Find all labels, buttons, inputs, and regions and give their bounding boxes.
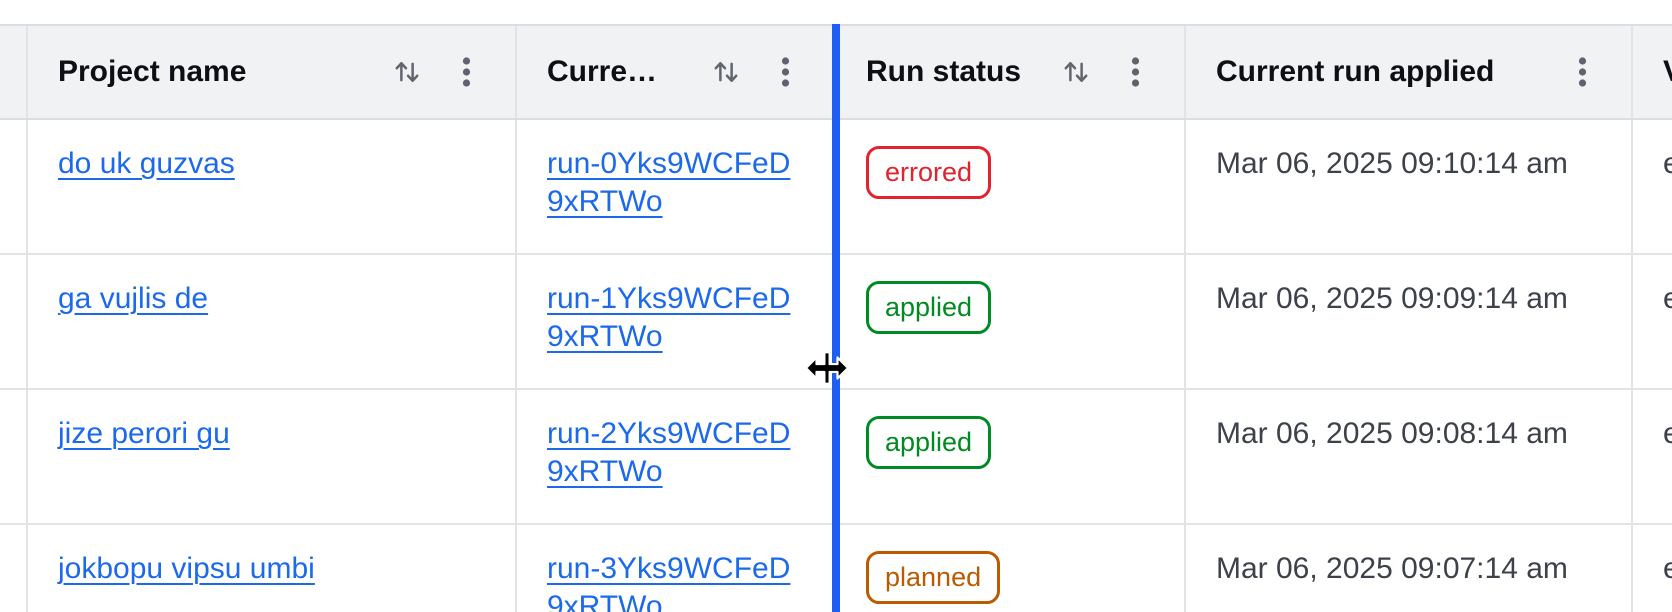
current-run-applied-date: Mar 06, 2025 09:09:14 am <box>1216 282 1568 315</box>
run-id-line: run-2Yks9WCFeD <box>547 417 791 450</box>
run-status-badge: planned <box>866 551 1001 604</box>
column-header-next[interactable]: V <box>1633 26 1672 118</box>
row-spacer-cell <box>0 390 28 523</box>
next-column-cell: e <box>1663 417 1672 450</box>
next-column-cell: e <box>1663 282 1672 315</box>
run-id-line: run-3Yks9WCFeD <box>547 552 791 585</box>
run-status-badge: applied <box>866 281 992 334</box>
run-link[interactable]: run-2Yks9WCFeD 9xRTWo <box>547 415 790 491</box>
project-link[interactable]: do uk guzvas <box>58 147 235 180</box>
run-id-line: run-1Yks9WCFeD <box>547 282 791 315</box>
current-run-applied-date: Mar 06, 2025 09:08:14 am <box>1216 417 1568 450</box>
run-link[interactable]: run-1Yks9WCFeD 9xRTWo <box>547 280 790 356</box>
sort-icon[interactable] <box>392 57 422 87</box>
column-menu-icon[interactable] <box>1578 56 1587 88</box>
column-menu-icon[interactable] <box>781 56 790 88</box>
column-label-project-name: Project name <box>58 55 247 88</box>
sort-icon[interactable] <box>1061 57 1091 87</box>
column-label-current-run-applied: Current run applied <box>1216 55 1495 88</box>
project-link[interactable]: ga vujlis de <box>58 282 209 315</box>
column-header-run-status[interactable]: Run status <box>836 26 1186 118</box>
current-run-applied-date: Mar 06, 2025 09:10:14 am <box>1216 147 1568 180</box>
column-header-current-run[interactable]: Current run <box>517 26 836 118</box>
row-spacer-cell <box>0 255 28 388</box>
run-status-badge: applied <box>866 416 992 469</box>
run-id-line: 9xRTWo <box>547 185 663 218</box>
run-link[interactable]: run-0Yks9WCFeD 9xRTWo <box>547 145 790 221</box>
column-header-project-name[interactable]: Project name <box>28 26 517 118</box>
run-id-line: 9xRTWo <box>547 320 663 353</box>
run-id-line: 9xRTWo <box>547 590 663 612</box>
column-header-current-run-applied[interactable]: Current run applied <box>1186 26 1633 118</box>
column-menu-icon[interactable] <box>462 56 471 88</box>
row-spacer-cell <box>0 525 28 612</box>
column-menu-icon[interactable] <box>1131 56 1140 88</box>
next-column-cell: e <box>1663 147 1672 180</box>
run-status-badge: errored <box>866 146 992 199</box>
next-column-cell: e <box>1663 552 1672 585</box>
row-spacer-cell <box>0 120 28 253</box>
column-label-run-status: Run status <box>866 55 1022 88</box>
current-run-applied-date: Mar 06, 2025 09:07:14 am <box>1216 552 1568 585</box>
run-id-line: 9xRTWo <box>547 455 663 488</box>
run-id-line: run-0Yks9WCFeD <box>547 147 791 180</box>
column-label-next: V <box>1663 55 1672 89</box>
project-link[interactable]: jize perori gu <box>58 417 230 450</box>
header-spacer-cell <box>0 26 28 118</box>
column-label-current-run: Current run <box>547 55 667 88</box>
run-link[interactable]: run-3Yks9WCFeD 9xRTWo <box>547 550 790 612</box>
sort-icon[interactable] <box>711 57 741 87</box>
project-link[interactable]: jokbopu vipsu umbi <box>58 552 315 585</box>
column-resize-indicator[interactable] <box>832 24 840 612</box>
